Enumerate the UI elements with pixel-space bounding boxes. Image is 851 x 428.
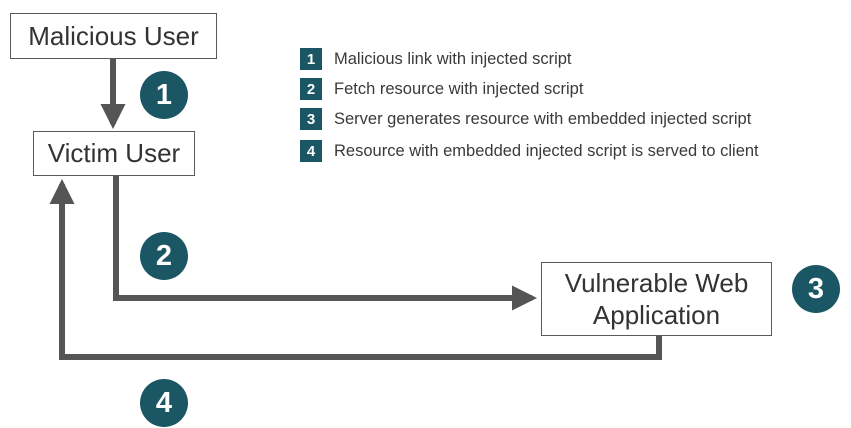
legend-item-3: 3 Server generates resource with embedde… bbox=[300, 108, 751, 130]
legend-badge-2: 2 bbox=[300, 78, 322, 100]
vulnerable-web-app-node: Vulnerable Web Application bbox=[541, 262, 772, 336]
legend-text-1: Malicious link with injected script bbox=[334, 49, 572, 68]
victim-user-node: Victim User bbox=[33, 131, 195, 176]
malicious-user-label: Malicious User bbox=[28, 20, 199, 51]
arrow-victim-to-webapp bbox=[113, 176, 538, 311]
step-2-marker: 2 bbox=[140, 232, 188, 280]
malicious-user-node: Malicious User bbox=[10, 13, 217, 59]
legend-item-2: 2 Fetch resource with injected script bbox=[300, 78, 583, 100]
step-3-marker: 3 bbox=[792, 265, 840, 313]
legend-item-1: 1 Malicious link with injected script bbox=[300, 48, 572, 70]
arrow-webapp-to-victim bbox=[49, 178, 662, 360]
legend-badge-1: 1 bbox=[300, 48, 322, 70]
legend-text-3: Server generates resource with embedded … bbox=[334, 109, 752, 128]
legend-item-4: 4 Resource with embedded injected script… bbox=[300, 140, 759, 162]
legend-badge-3: 3 bbox=[300, 108, 322, 130]
legend-text-4: Resource with embedded injected script i… bbox=[334, 141, 759, 160]
step-1-marker: 1 bbox=[140, 71, 188, 119]
web-app-label-line1: Vulnerable Web bbox=[564, 267, 749, 298]
step-4-marker: 4 bbox=[140, 379, 188, 427]
victim-user-label: Victim User bbox=[47, 138, 181, 169]
web-app-label-line2: Application bbox=[592, 300, 721, 330]
legend-badge-4: 4 bbox=[300, 140, 322, 162]
legend-text-2: Fetch resource with injected script bbox=[334, 79, 584, 98]
